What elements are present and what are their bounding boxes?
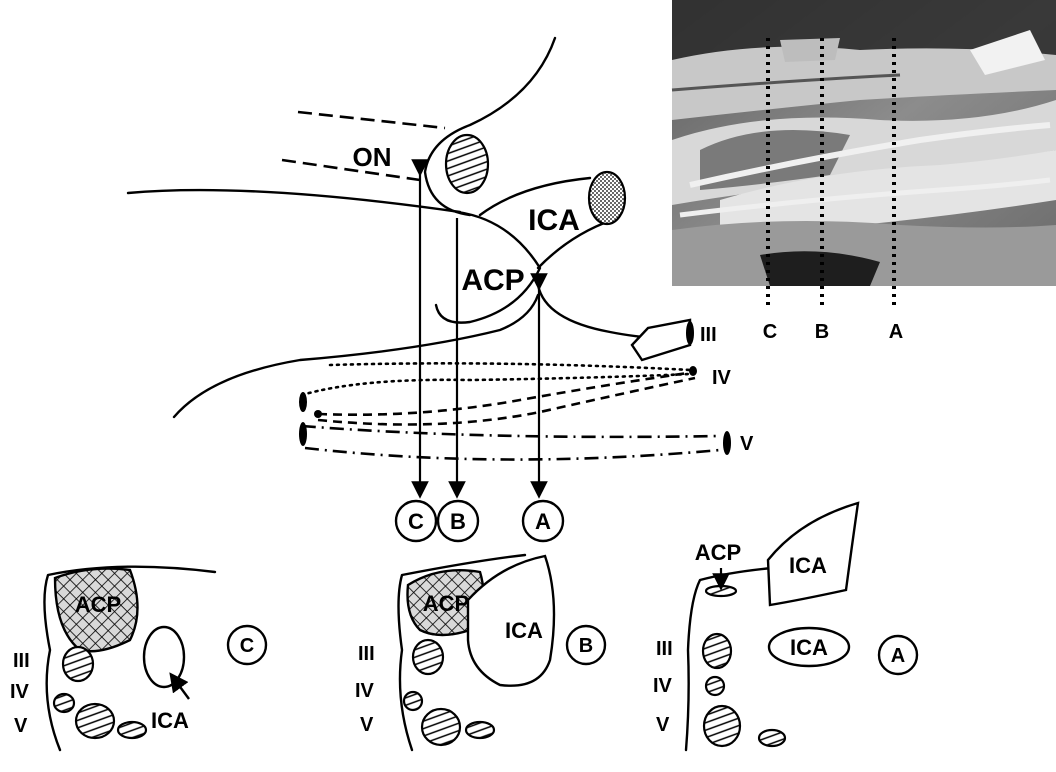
section-a-ica-lower: ICA	[790, 635, 828, 660]
label-nerve-iv: IV	[712, 367, 732, 389]
section-b-acp: ACP	[423, 591, 469, 616]
section-c-marker: C	[240, 635, 254, 657]
section-markers	[394, 499, 565, 543]
section-a-iv: IV	[653, 675, 673, 697]
section-c-diagram	[43, 565, 268, 752]
section-b-ica: ICA	[505, 618, 543, 643]
acp-outline	[434, 210, 542, 324]
label-nerve-v: V	[740, 433, 754, 455]
nerve-iv-upper	[328, 362, 692, 372]
nerve-dashed-1	[317, 370, 696, 417]
nerve-v-upper	[301, 424, 721, 439]
skull-base-line	[126, 188, 462, 214]
nerve-iii-end	[686, 321, 694, 345]
section-b-iii: III	[358, 643, 375, 665]
marker-a: A	[535, 509, 551, 534]
top-diagram	[126, 36, 731, 499]
section-a-v: V	[656, 714, 670, 736]
section-c-acp: ACP	[75, 592, 121, 617]
label-nerve-iii: III	[700, 324, 717, 346]
nerve-dashed-2	[317, 376, 696, 426]
ica-upper-edge	[478, 176, 592, 217]
section-a-marker: A	[891, 645, 905, 667]
section-a-iii: III	[656, 638, 673, 660]
marker-b: B	[450, 509, 466, 534]
label-on: ON	[353, 142, 392, 172]
section-b-iv: IV	[355, 680, 375, 702]
cavernous-floor-line	[172, 293, 540, 419]
section-c-iii: III	[13, 650, 30, 672]
section-b-v: V	[360, 714, 374, 736]
section-c-iv: IV	[10, 681, 30, 703]
photo-line-a-label: A	[889, 321, 903, 343]
optic-nerve-upper-dash	[297, 110, 446, 130]
surgical-photo	[671, 0, 1056, 305]
label-acp: ACP	[461, 264, 524, 297]
section-a-ica-upper: ICA	[789, 553, 827, 578]
ica-cross-section	[587, 170, 627, 226]
section-a-diagram	[684, 501, 919, 752]
section-c-v: V	[14, 715, 28, 737]
optic-nerve-outline	[423, 36, 557, 217]
optic-nerve-cross-section	[444, 133, 490, 195]
nerve-iii-stub	[630, 318, 692, 362]
marker-c: C	[408, 509, 424, 534]
nerve-v-lower	[304, 446, 721, 461]
photo-line-b-label: B	[815, 321, 829, 343]
photo-line-c-label: C	[763, 321, 777, 343]
section-b-marker: B	[579, 635, 593, 657]
optic-nerve-lower-dash	[281, 158, 421, 182]
nerve-iv-lower	[300, 372, 692, 397]
section-a-acp: ACP	[695, 540, 741, 565]
section-b-diagram	[397, 553, 607, 752]
section-c-ica: ICA	[151, 708, 189, 733]
label-ica: ICA	[528, 204, 580, 237]
